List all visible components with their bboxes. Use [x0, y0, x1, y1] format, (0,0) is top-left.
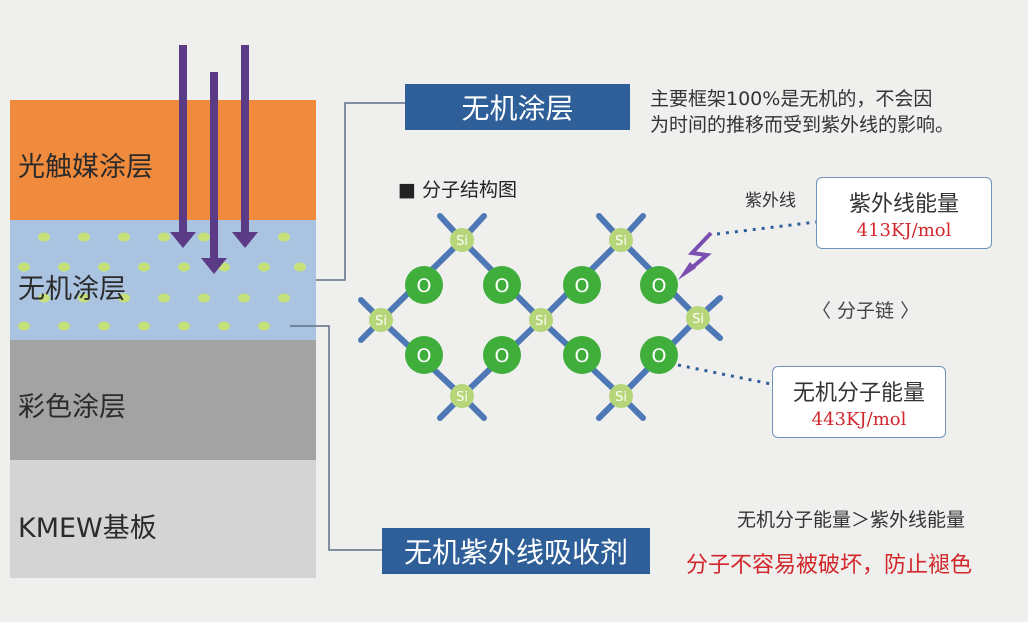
oxygen-atom	[563, 336, 601, 374]
oxygen-label: O	[652, 275, 667, 297]
uv-absorber-callout: 无机紫外线吸收剂	[382, 528, 650, 574]
silicon-atom	[686, 306, 710, 330]
inorganic-energy-value: 443KJ/mol	[811, 409, 907, 430]
absorber-particle	[138, 262, 150, 272]
absorber-particle	[138, 321, 150, 331]
lightning-icon	[678, 231, 713, 280]
oxygen-atom	[563, 266, 601, 304]
energy-comparison: 无机分子能量＞紫外线能量	[737, 509, 966, 531]
oxygen-label: O	[652, 345, 667, 367]
molecular-chain-label: 〈 分子链 〉	[812, 300, 920, 322]
oxygen-label: O	[495, 275, 510, 297]
structure-title: ■ 分子结构图	[398, 179, 517, 201]
oxygen-atom	[640, 336, 678, 374]
absorber-particle	[118, 232, 130, 242]
silicon-atom	[369, 308, 393, 332]
absorber-particle	[158, 293, 170, 303]
oxygen-label: O	[575, 345, 590, 367]
absorber-particle	[98, 262, 110, 272]
photocatalyst-layer	[10, 100, 316, 220]
silicon-label: Si	[375, 314, 387, 329]
oxygen-atom	[640, 266, 678, 304]
description-line-2: 为时间的推移而受到紫外线的影响。	[650, 114, 955, 136]
silicon-label: Si	[456, 390, 468, 405]
uv-energy-title: 紫外线能量	[848, 192, 959, 217]
silicon-atom	[450, 228, 474, 252]
inorganic-coating-callout: 无机涂层	[405, 84, 630, 130]
color-layer	[10, 340, 316, 460]
silicon-label: Si	[615, 390, 627, 405]
oxygen-label: O	[417, 275, 432, 297]
silicon-label: Si	[456, 234, 468, 249]
absorber-particle	[178, 262, 190, 272]
absorber-particle	[58, 321, 70, 331]
inorganic-energy-title: 无机分子能量	[792, 381, 925, 406]
silicon-atom	[609, 228, 633, 252]
absorber-particle	[38, 232, 50, 242]
silicon-label: Si	[615, 234, 627, 249]
silicon-atom	[609, 384, 633, 408]
absorber-particle	[294, 262, 306, 272]
absorber-particle	[198, 293, 210, 303]
inorganic-energy-box: 无机分子能量 443KJ/mol	[772, 366, 946, 438]
silicon-atom	[450, 384, 474, 408]
absorber-particle	[258, 262, 270, 272]
absorber-particle	[218, 321, 230, 331]
absorber-particle	[118, 293, 130, 303]
silicon-label: Si	[535, 314, 547, 329]
absorber-particle	[278, 293, 290, 303]
uv-energy-box: 紫外线能量 413KJ/mol	[816, 177, 992, 249]
oxygen-label: O	[575, 275, 590, 297]
uv-arrow-1-head	[170, 232, 196, 248]
absorber-particle	[178, 321, 190, 331]
oxygen-atom	[405, 266, 443, 304]
layer-label-inorganic: 无机涂层	[18, 274, 126, 305]
inorganic-coating-connector	[316, 102, 405, 281]
absorber-particle	[58, 262, 70, 272]
substrate-layer	[10, 460, 316, 578]
layer-label-color: 彩色涂层	[18, 392, 126, 423]
silicon-atom	[529, 308, 553, 332]
absorber-particle	[18, 262, 30, 272]
oxygen-atom	[405, 336, 443, 374]
absorber-particle	[238, 293, 250, 303]
uv-arrows	[170, 45, 258, 274]
oxygen-label: O	[417, 345, 432, 367]
oxygen-atom	[483, 336, 521, 374]
absorber-particle	[198, 232, 210, 242]
uv-arrow-3-head	[232, 232, 258, 248]
uv-absorber-particles	[18, 232, 306, 331]
uv-absorber-connector	[290, 325, 382, 551]
uv-arrow-2-head	[201, 258, 227, 274]
absorber-particle	[78, 293, 90, 303]
silicon-label: Si	[692, 312, 704, 327]
absorber-particle	[18, 321, 30, 331]
absorber-particle	[258, 321, 270, 331]
uv-energy-value: 413KJ/mol	[856, 220, 952, 241]
uv-label: 紫外线	[745, 191, 796, 211]
description-line-1: 主要框架100%是无机的，不会因	[650, 88, 933, 110]
conclusion: 分子不容易被破坏，防止褪色	[686, 553, 973, 578]
oxygen-atom	[483, 266, 521, 304]
oxygen-label: O	[495, 345, 510, 367]
inorganic-energy-leader	[677, 363, 772, 386]
absorber-particle	[278, 232, 290, 242]
uv-energy-leader	[716, 220, 817, 236]
layer-label-photocatalyst: 光触媒涂层	[18, 152, 153, 183]
layer-label-substrate: KMEW基板	[18, 513, 157, 544]
absorber-particle	[38, 293, 50, 303]
absorber-particle	[158, 232, 170, 242]
absorber-particle	[98, 321, 110, 331]
absorber-particle	[78, 232, 90, 242]
